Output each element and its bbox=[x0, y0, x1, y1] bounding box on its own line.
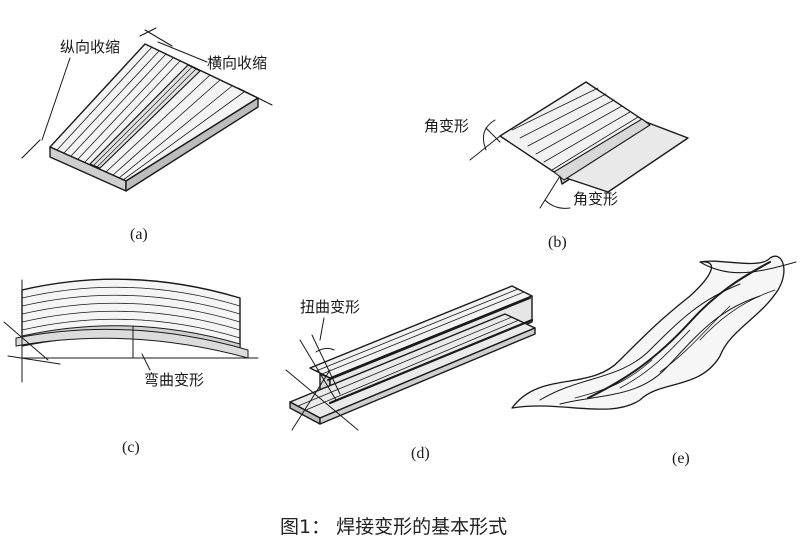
panel-a-sublabel: (a) bbox=[130, 226, 148, 243]
label-transverse-shrinkage: 横向收缩 bbox=[207, 54, 268, 72]
panel-b-angle-drawing bbox=[469, 81, 689, 209]
panel-e-wave-drawing bbox=[511, 255, 797, 410]
panel-e-sublabel: (e) bbox=[672, 450, 690, 467]
panel-b-sublabel: (b) bbox=[548, 234, 567, 251]
label-longitudinal-shrinkage: 纵向收缩 bbox=[60, 38, 121, 56]
panel-d-sublabel: (d) bbox=[411, 445, 430, 462]
panel-a-plate-drawing bbox=[21, 27, 273, 192]
label-angular-deformation-bottom: 角变形 bbox=[573, 190, 619, 208]
figure-caption: 图1： 焊接变形的基本形式 bbox=[280, 516, 508, 538]
label-bending-deformation: 弯曲变形 bbox=[144, 371, 205, 389]
panel-d-twist-drawing bbox=[285, 285, 536, 431]
label-angular-deformation-top: 角变形 bbox=[424, 117, 470, 135]
panel-c-sublabel: (c) bbox=[122, 439, 140, 456]
label-twist-deformation: 扭曲变形 bbox=[300, 298, 361, 316]
panel-c-bending-drawing bbox=[3, 278, 259, 383]
